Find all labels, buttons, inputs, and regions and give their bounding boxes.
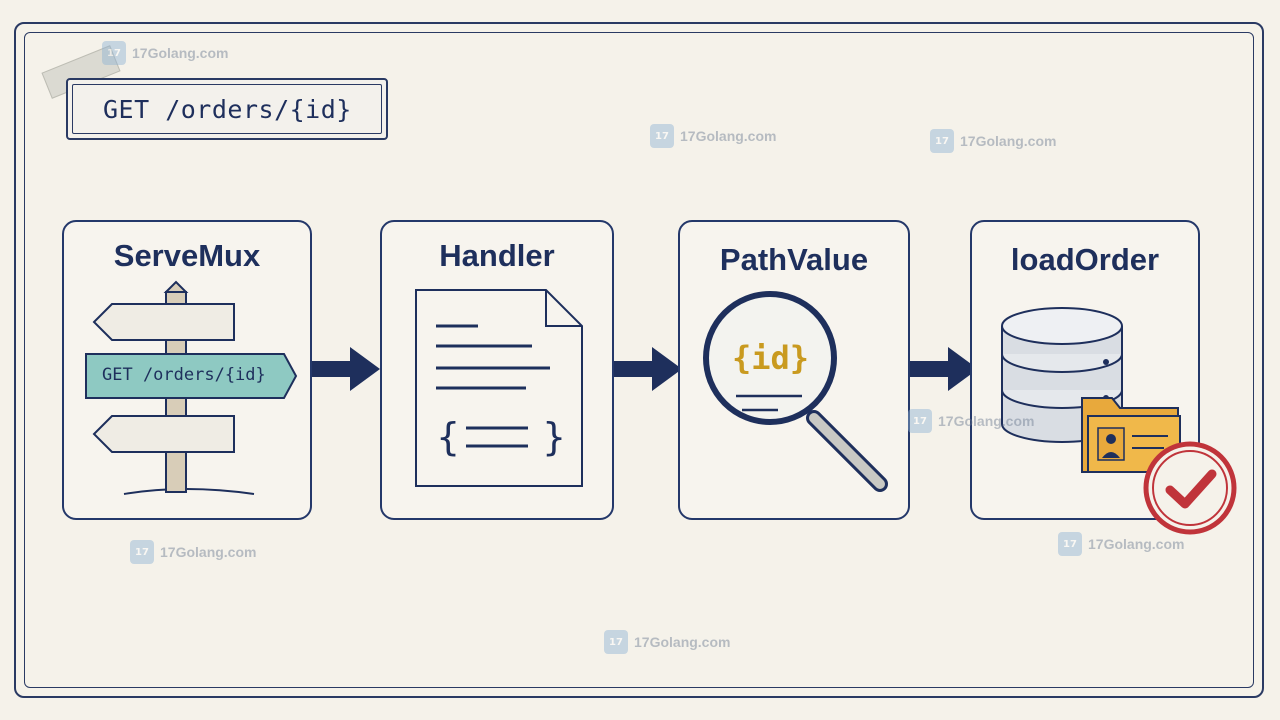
magnifier-id-text: {id} [732,339,810,377]
signpost-route-text: GET /orders/{id} [102,365,266,385]
checkmark-icon [1143,441,1237,535]
outer-frame [14,22,1264,698]
handler-card: Handler { } [380,220,614,520]
arrow-right-icon [910,347,978,391]
pathvalue-card: PathValue {id} [678,220,910,520]
arrow-right-icon [312,347,380,391]
servemux-card: ServeMux GET /orders/{id} [62,220,312,520]
svg-text:{: { [436,415,460,459]
route-label-text: GET /orders/{id} [72,84,382,134]
handler-title: Handler [439,238,555,273]
pathvalue-title: PathValue [719,242,869,277]
svg-text:}: } [542,415,566,459]
signpost-icon [85,280,298,495]
loadorder-card: loadOrder [970,220,1237,535]
loadorder-title: loadOrder [1010,242,1160,277]
magnifier-icon [703,291,888,492]
servemux-title: ServeMux [113,238,261,273]
arrow-right-icon [614,347,682,391]
route-label-box: GET /orders/{id} [66,78,388,140]
document-icon: { } [415,289,583,487]
inner-frame [24,32,1254,688]
folder-icon [1081,397,1181,473]
